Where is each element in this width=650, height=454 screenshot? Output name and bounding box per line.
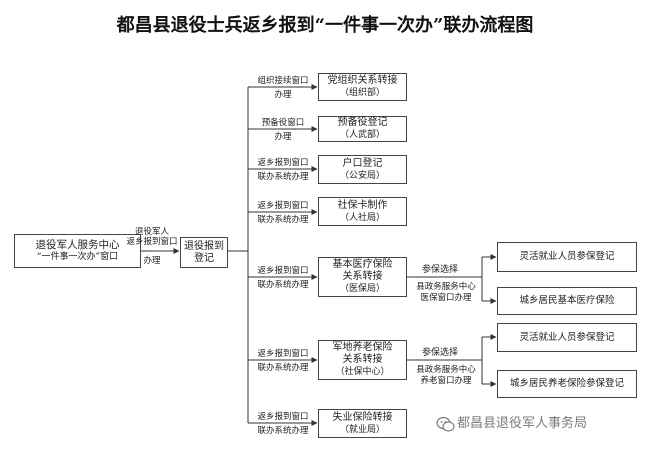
branch-5-box-dept: （医保局） <box>339 284 385 294</box>
branch-1-box-dept: （组织部） <box>339 88 385 98</box>
branch-6-box: 军地养老保险 关系转接 （社保中心） <box>318 340 407 380</box>
branch-6-office-line-1: 县政务服务中心 <box>416 365 476 375</box>
medical-option-2-label: 城乡居民基本医疗保险 <box>519 295 615 306</box>
intake-label-line-2: 返乡报到窗口 <box>126 237 178 247</box>
register-box: 退役报到 登记 <box>180 237 228 268</box>
medical-option-1-box: 灵活就业人员参保登记 <box>497 242 637 272</box>
branch-5-box-subtitle: 关系转接 <box>342 271 383 282</box>
branch-5-choice-label: 参保选择 <box>421 265 458 275</box>
branch-5-office-line-2: 医保窗口办理 <box>420 293 472 303</box>
branch-3-box-title: 户口登记 <box>342 157 383 169</box>
branch-3-box: 户口登记 （公安局） <box>318 155 407 184</box>
branch-4-label-line-1: 返乡报到窗口 <box>257 201 309 211</box>
branch-5-label-line-2: 联办系统办理 <box>257 280 309 290</box>
wechat-icon <box>436 416 455 432</box>
branch-7-box: 失业保险转接 （就业局） <box>318 409 407 438</box>
diagram-title: 都昌县退役士兵返乡报到“一件事一次办”联办流程图 <box>116 15 534 36</box>
branch-6-office-line-2: 养老窗口办理 <box>420 376 472 386</box>
branch-2-label-line-2: 办理 <box>274 132 292 142</box>
pension-option-1-label: 灵活就业人员参保登记 <box>519 331 615 343</box>
start-box-line-2: “一件事一次办”窗口 <box>36 252 119 262</box>
branch-3-box-dept: （公安局） <box>339 170 385 181</box>
branch-4-box: 社保卡制作 （人社局） <box>318 197 407 226</box>
branch-3-label-line-1: 返乡报到窗口 <box>257 158 309 168</box>
pension-option-2-box: 城乡居民养老保险参保登记 <box>497 370 637 398</box>
branch-1-box: 党组织关系转接 （组织部） <box>318 73 407 101</box>
register-box-line-2: 登记 <box>194 252 214 264</box>
medical-option-2-box: 城乡居民基本医疗保险 <box>497 287 637 315</box>
branch-4-box-dept: （人社局） <box>339 212 385 223</box>
branch-5-office-line-1: 县政务服务中心 <box>416 282 476 292</box>
branch-7-label-line-2: 联办系统办理 <box>257 426 309 436</box>
medical-option-1-label: 灵活就业人员参保登记 <box>519 251 615 262</box>
branch-6-label-line-2: 联办系统办理 <box>257 363 309 373</box>
register-box-line-1: 退役报到 <box>184 240 224 252</box>
branch-7-box-dept: （就业局） <box>339 424 385 435</box>
branch-6-box-subtitle: 关系转接 <box>342 354 383 365</box>
branch-6-box-title: 军地养老保险 <box>332 342 393 353</box>
branch-2-box-title: 预备役登记 <box>337 117 388 128</box>
branch-4-box-title: 社保卡制作 <box>337 199 388 211</box>
pension-option-2-label: 城乡居民养老保险参保登记 <box>509 378 624 389</box>
branch-3-label-line-2: 联办系统办理 <box>257 172 309 182</box>
intake-label-line-3: 办理 <box>143 256 161 266</box>
branch-6-label-line-1: 返乡报到窗口 <box>257 349 309 359</box>
branch-7-label-line-1: 返乡报到窗口 <box>257 412 309 422</box>
branch-2-label-line-1: 预备役窗口 <box>261 118 305 128</box>
branch-5-box-title: 基本医疗保险 <box>332 259 393 270</box>
branch-1-label-line-2: 办理 <box>274 90 292 100</box>
start-box-line-1: 退役军人服务中心 <box>35 239 120 251</box>
branch-6-choice-label: 参保选择 <box>421 348 458 358</box>
watermark-text: 都昌县退役军人事务局 <box>457 416 588 431</box>
intake-label-line-1: 退役军人 <box>134 227 169 237</box>
branch-2-box: 预备役登记 （人武部） <box>318 116 407 142</box>
branch-4-label-line-2: 联办系统办理 <box>257 215 309 225</box>
branch-1-label-line-1: 组织接续窗口 <box>257 76 309 86</box>
branch-2-box-dept: （人武部） <box>339 130 385 140</box>
pension-option-1-box: 灵活就业人员参保登记 <box>497 323 637 352</box>
start-box: 退役军人服务中心 “一件事一次办”窗口 <box>14 234 141 268</box>
branch-1-box-title: 党组织关系转接 <box>327 75 398 86</box>
branch-5-box: 基本医疗保险 关系转接 （医保局） <box>318 257 407 297</box>
branch-7-box-title: 失业保险转接 <box>332 411 393 423</box>
branch-5-label-line-1: 返乡报到窗口 <box>257 266 309 276</box>
branch-6-box-dept: （社保中心） <box>335 367 390 377</box>
